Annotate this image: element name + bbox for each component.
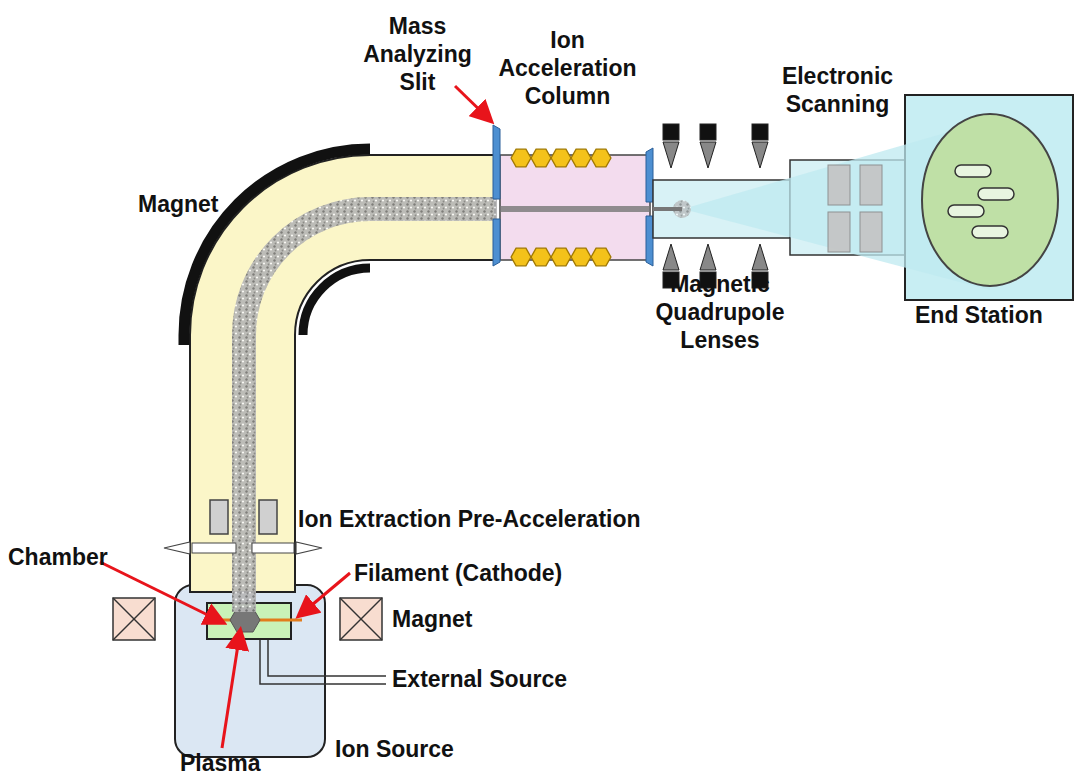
callout-arrow [100, 86, 490, 748]
wafer [922, 114, 1058, 286]
ion-beam [653, 207, 682, 211]
part-label: Magnetic Quadrupole Lenses [645, 270, 795, 354]
ion-source: Ion Source [175, 585, 325, 757]
part-label: Electronic Scanning [755, 62, 920, 118]
end-station: End Station [905, 95, 1073, 300]
scanning-plate [828, 165, 882, 252]
ion-beam [500, 206, 650, 212]
acceleration-column [500, 155, 650, 260]
part-label: Ion Extraction Pre-Acceleration [298, 505, 641, 533]
part-label: Chamber [8, 543, 108, 571]
part-label: Mass Analyzing Slit [360, 12, 475, 96]
part-label: External Source [392, 665, 567, 693]
chip-pattern [948, 165, 1014, 238]
slit [646, 148, 653, 266]
part-label: Filament (Cathode) [354, 559, 562, 587]
ion-beam [244, 209, 497, 612]
part-label: Ion Acceleration Column [495, 26, 640, 110]
part-label: Plasma [180, 749, 261, 777]
analyzing-magnet [303, 268, 370, 335]
part-label: Magnet [392, 605, 473, 633]
leader-line [260, 640, 386, 684]
leader-line [268, 640, 386, 676]
mass-analyzing-slit [493, 125, 500, 266]
part-label: Magnet [138, 190, 219, 218]
node-label: Ion Source [335, 735, 454, 763]
node-label: End Station [915, 301, 1043, 329]
